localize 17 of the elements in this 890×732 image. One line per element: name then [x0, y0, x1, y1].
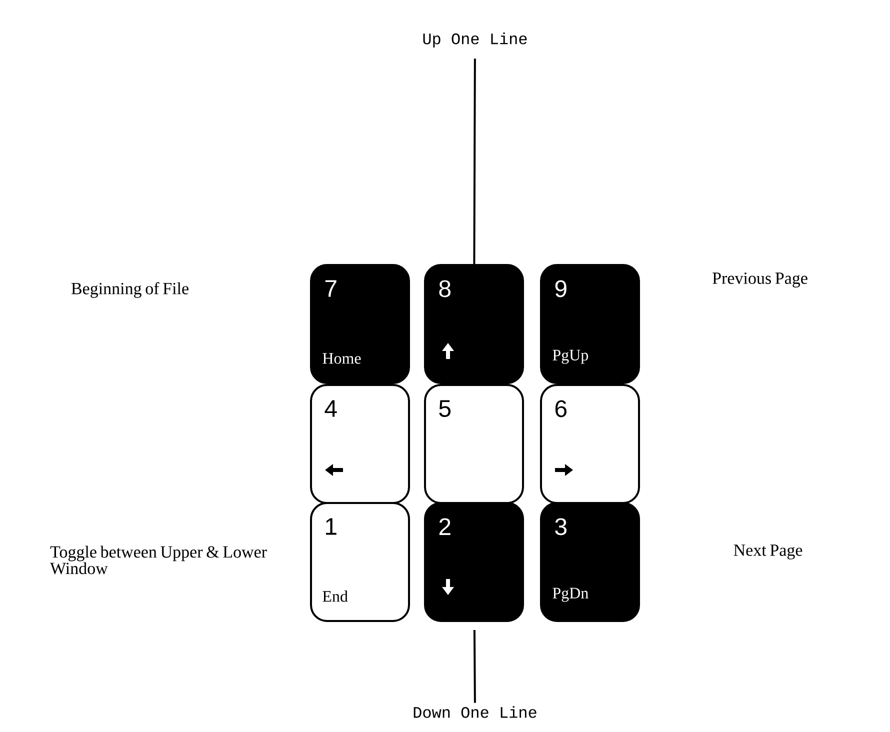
- key: 9 PgUp: [540, 264, 640, 384]
- key: 6: [540, 384, 640, 504]
- label: Toggle between Upper & Lower Window: [50, 546, 267, 574]
- connector-line: [473, 630, 476, 703]
- label: Next Page: [734, 544, 802, 560]
- key: 4: [310, 384, 410, 504]
- key: 7 Home: [310, 264, 410, 384]
- key: 3 PgDn: [540, 502, 640, 622]
- key: 2: [424, 502, 524, 622]
- line-label: Up One Line: [423, 32, 527, 48]
- line-label: Down One Line: [414, 706, 536, 718]
- label: Previous Page: [712, 272, 808, 288]
- key: 5: [424, 384, 524, 504]
- key: 8: [424, 264, 524, 384]
- connector-line: [473, 58, 476, 264]
- key: 1 End: [310, 502, 410, 622]
- label: Beginning of File: [71, 282, 188, 298]
